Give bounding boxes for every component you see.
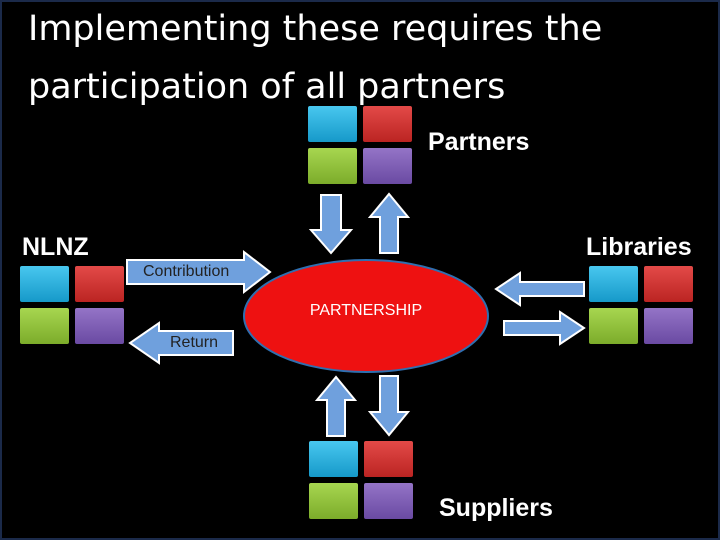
tile-red: [75, 266, 124, 302]
tile-green: [20, 308, 69, 344]
suppliers-tiles: [309, 441, 415, 521]
arrow-right-libraries: [503, 310, 586, 346]
tile-green: [589, 308, 638, 344]
arrow-left-libraries: [494, 271, 585, 307]
tile-green: [308, 148, 357, 184]
nlnz-tiles: [20, 266, 126, 346]
libraries-tiles: [589, 266, 695, 346]
libraries-label: Libraries: [586, 233, 692, 261]
tile-cyan: [20, 266, 69, 302]
tile-purple: [364, 483, 413, 519]
return-arrow: [128, 321, 234, 365]
tile-red: [644, 266, 693, 302]
partners-label: Partners: [428, 128, 530, 156]
tile-purple: [75, 308, 124, 344]
tile-purple: [644, 308, 693, 344]
tile-red: [364, 441, 413, 477]
arrow-down-suppliers: [367, 375, 411, 437]
tile-cyan: [309, 441, 358, 477]
return-label: Return: [170, 334, 219, 351]
arrow-down-partners: [308, 194, 354, 255]
tile-cyan: [308, 106, 357, 142]
arrow-up-suppliers: [314, 375, 358, 437]
tile-cyan: [589, 266, 638, 302]
tile-red: [363, 106, 412, 142]
partners-tiles: [308, 106, 414, 186]
contribution-label: Contribution: [143, 263, 230, 280]
tile-green: [309, 483, 358, 519]
nlnz-label: NLNZ: [22, 233, 89, 261]
slide-title: Implementing these requires the particip…: [28, 9, 603, 107]
suppliers-label: Suppliers: [439, 494, 553, 522]
arrow-up-partners: [367, 192, 411, 254]
contribution-arrow: [126, 249, 272, 295]
tile-purple: [363, 148, 412, 184]
partnership-label: PARTNERSHIP: [309, 302, 423, 319]
partnership-ellipse: [243, 259, 489, 373]
